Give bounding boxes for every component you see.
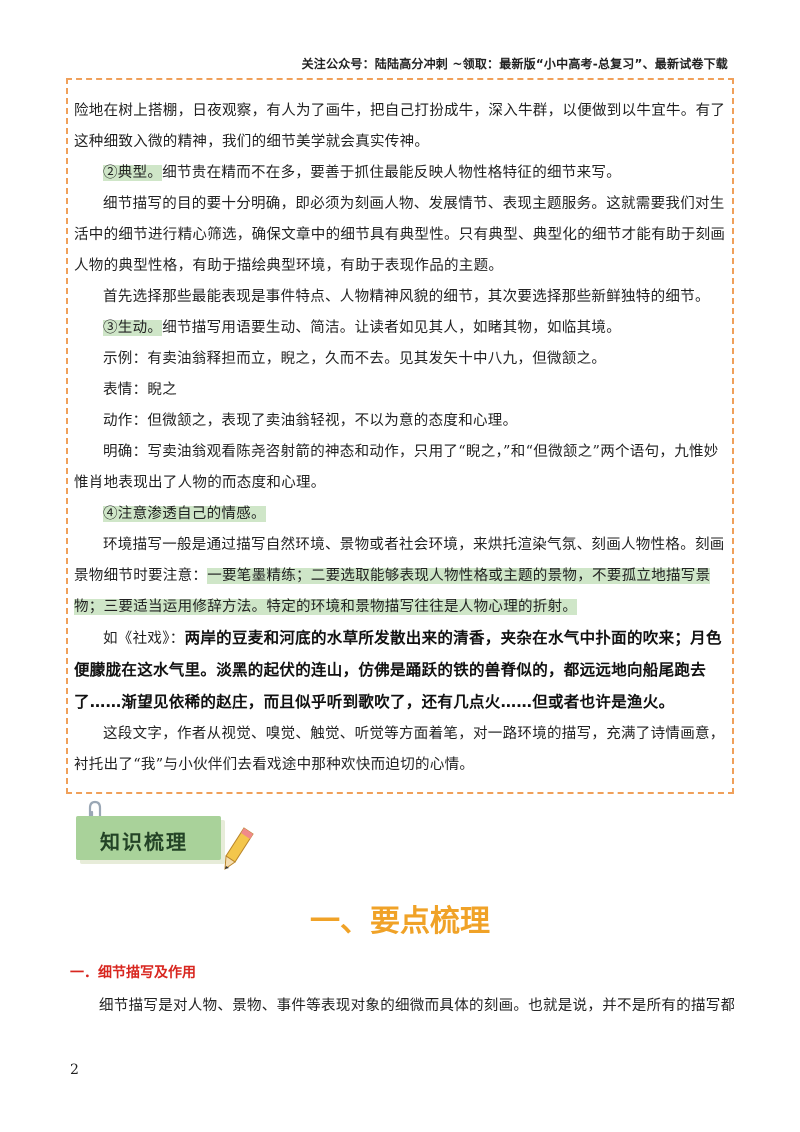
tab-label: 知识梳理	[100, 830, 188, 854]
label-typical: ②典型。	[103, 165, 163, 181]
label-vivid: ③生动。	[103, 320, 163, 336]
paragraph-expression: 表情：睨之	[103, 382, 177, 398]
text-typical: 细节贵在精而不在多，要善于抓住最能反映人物性格特征的细节来写。	[162, 165, 621, 181]
tab-card	[76, 816, 221, 860]
paragraph-clarify: 明确：写卖油翁观看陈尧咨射箭的神态和动作，只用了“睨之，”和“但微颔之”两个语句…	[74, 444, 719, 491]
section-subtitle: 一．细节描写及作用	[70, 965, 196, 981]
paragraph-shexi: 如《社戏》：两岸的豆麦和河底的水草所发散出来的清香，夹杂在水气中扑面的吹来；月色…	[74, 623, 728, 719]
paragraph-environment: 环境描写一般是通过描写自然环境、景物或者社会环境，来烘托渲染气氛、刻画人物性格。…	[74, 530, 728, 623]
quote-shexi: 两岸的豆麦和河底的水草所发散出来的清香，夹杂在水气中扑面的吹来；月色便朦胧在这水…	[74, 629, 722, 711]
page-header: 关注公众号：陆陆高分冲刺 ~领取：最新版“小中高考-总复习”、最新试卷下载	[301, 57, 728, 71]
paragraph-1: 险地在树上搭棚，日夜观察，有人为了画牛，把自己打扮成牛，深入牛群，以便做到以牛宜…	[74, 103, 726, 150]
content-box: 险地在树上搭棚，日夜观察，有人为了画牛，把自己打扮成牛，深入牛群，以便做到以牛宜…	[74, 96, 728, 781]
page-number: 2	[70, 1062, 79, 1078]
paragraph-emotion: ④注意渗透自己的情感。	[74, 499, 728, 530]
content-box-border	[66, 78, 734, 794]
paragraph-4: 首先选择那些最能表现是事件特点、人物精神风貌的细节，其次要选择那些新鲜独特的细节…	[103, 289, 710, 305]
section-title: 一、要点梳理	[310, 904, 490, 939]
section-body: 细节描写是对人物、景物、事件等表现对象的细微而具体的刻画。也就是说，并不是所有的…	[99, 998, 734, 1014]
paragraph-action: 动作：但微颔之，表现了卖油翁轻视，不以为意的态度和心理。	[103, 413, 518, 429]
paragraph-vivid: ③生动。细节描写用语要生动、简洁。让读者如见其人，如睹其物，如临其境。	[74, 313, 728, 344]
text-shexi-intro: 如《社戏》：	[103, 631, 185, 647]
label-emotion: ④注意渗透自己的情感。	[103, 506, 266, 522]
text-vivid: 细节描写用语要生动、简洁。让读者如见其人，如睹其物，如临其境。	[162, 320, 621, 336]
paragraph-example: 示例：有卖油翁释担而立，睨之，久而不去。见其发矢十中八九，但微颔之。	[103, 351, 607, 367]
paragraph-typical: ②典型。细节贵在精而不在多，要善于抓住最能反映人物性格特征的细节来写。	[74, 158, 728, 189]
paragraph-summary: 这段文字，作者从视觉、嗅觉、触觉、听觉等方面着笔，对一路环境的描写，充满了诗情画…	[74, 726, 725, 773]
pencil-icon	[224, 827, 254, 871]
paragraph-3: 细节描写的目的要十分明确，即必须为刻画人物、发展情节、表现主题服务。这就需要我们…	[74, 196, 726, 274]
text-environment: 环境描写一般是通过描写自然环境、景物或者社会环境，来烘托渲染气氛、刻画人物性格。…	[74, 537, 725, 584]
